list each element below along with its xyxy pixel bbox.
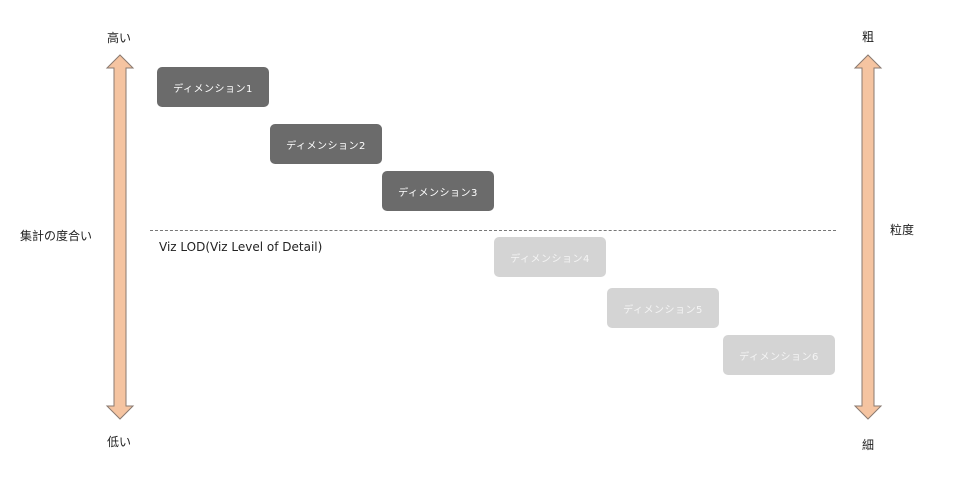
dimension-3-box: ディメンション3 (382, 171, 494, 211)
dimension-5-label: ディメンション5 (623, 304, 703, 316)
right-axis-top-label: 粗 (862, 30, 875, 44)
dimension-1-box: ディメンション1 (157, 67, 269, 107)
left-axis-bottom-label: 低い (107, 435, 132, 449)
right-axis-bottom-label: 細 (862, 438, 875, 452)
dimension-6-label: ディメンション6 (739, 351, 819, 363)
dimension-5-box: ディメンション5 (607, 288, 719, 328)
right-axis-double-arrow (853, 54, 883, 420)
dimension-3-label: ディメンション3 (398, 187, 478, 199)
right-axis-middle-label: 粒度 (890, 223, 915, 237)
left-axis-double-arrow (105, 54, 135, 420)
dimension-2-label: ディメンション2 (286, 140, 366, 152)
left-axis-middle-label: 集計の度合い (20, 229, 93, 243)
viz-lod-divider (150, 230, 836, 231)
left-axis-top-label: 高い (107, 31, 132, 45)
dimension-1-label: ディメンション1 (173, 83, 253, 95)
dimension-4-label: ディメンション4 (510, 253, 590, 265)
dimension-6-box: ディメンション6 (723, 335, 835, 375)
viz-lod-label: Viz LOD(Viz Level of Detail) (159, 240, 323, 254)
dimension-4-box: ディメンション4 (494, 237, 606, 277)
dimension-2-box: ディメンション2 (270, 124, 382, 164)
